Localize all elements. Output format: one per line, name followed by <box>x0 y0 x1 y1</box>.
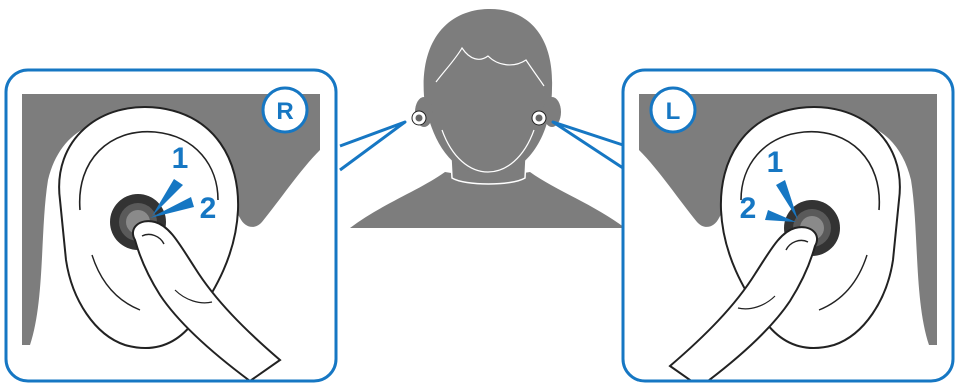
panel-right: R 1 2 <box>6 70 405 381</box>
step-1-label: 1 <box>172 142 189 175</box>
earbud-icon <box>412 111 426 125</box>
step-1-label: 1 <box>767 146 784 179</box>
step-2-label: 2 <box>200 192 217 225</box>
panel-left: L 1 2 <box>553 70 953 387</box>
step-2-label: 2 <box>740 192 757 225</box>
earbud-icon <box>532 111 546 125</box>
side-badge: L <box>651 88 695 132</box>
side-badge-label: L <box>666 98 681 125</box>
side-badge: R <box>263 88 307 132</box>
person-head-icon <box>350 9 625 228</box>
side-badge-label: R <box>276 98 293 125</box>
